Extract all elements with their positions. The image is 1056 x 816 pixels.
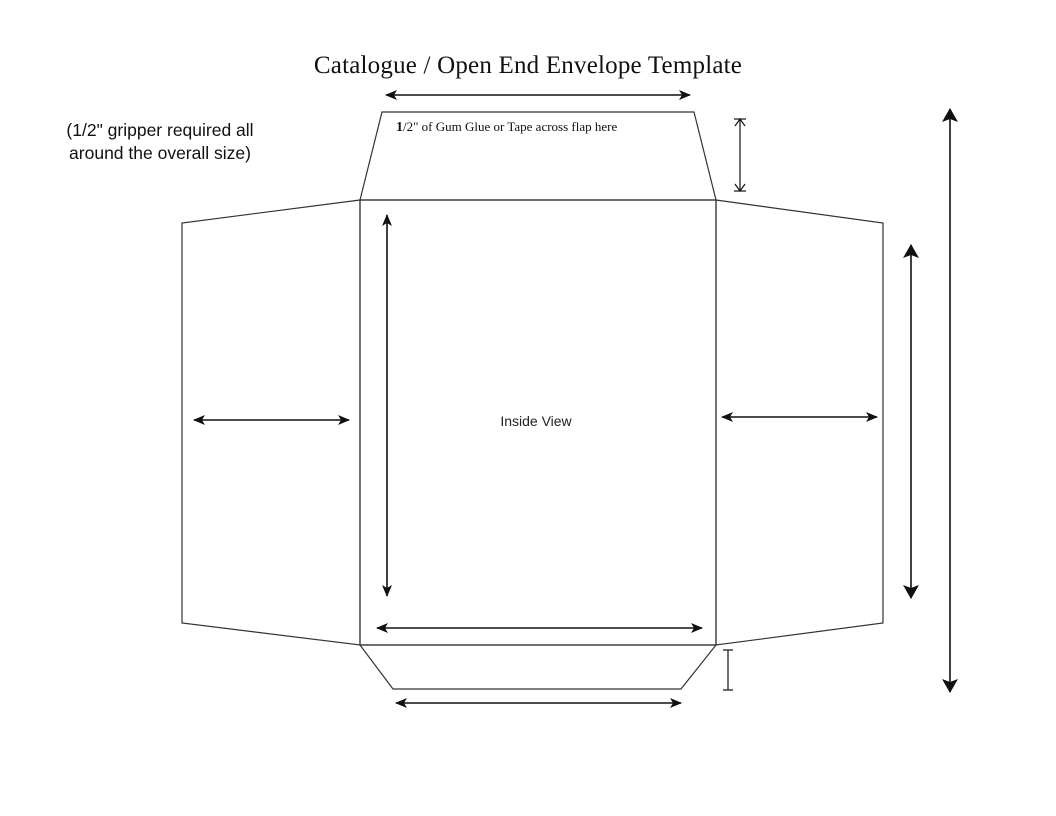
bottom-flap-depth-marker bbox=[723, 649, 733, 691]
page-title: Catalogue / Open End Envelope Template bbox=[313, 52, 743, 79]
envelope-outline bbox=[181, 111, 884, 690]
gripper-note-line-1: (1/2" gripper required all bbox=[66, 120, 254, 140]
top-flap-note: 1/2" of Gum Glue or Tape across flap her… bbox=[396, 119, 617, 135]
gripper-note-line-2: around the overall size) bbox=[69, 143, 251, 163]
top-flap-note-text: /2" of Gum Glue or Tape across flap here bbox=[403, 119, 617, 134]
bottom-flap bbox=[358, 644, 718, 690]
top-flap-depth-marker bbox=[734, 117, 746, 193]
right-side-flap bbox=[715, 199, 884, 646]
flap-depth-markers bbox=[723, 117, 746, 691]
main-panel bbox=[359, 199, 717, 646]
top-flap-note-digit: 1 bbox=[396, 120, 403, 135]
gripper-note: (1/2" gripper required all around the ov… bbox=[40, 119, 280, 165]
left-side-flap bbox=[181, 199, 361, 646]
inside-view-label: Inside View bbox=[500, 413, 572, 429]
dimension-arrows bbox=[193, 90, 958, 708]
